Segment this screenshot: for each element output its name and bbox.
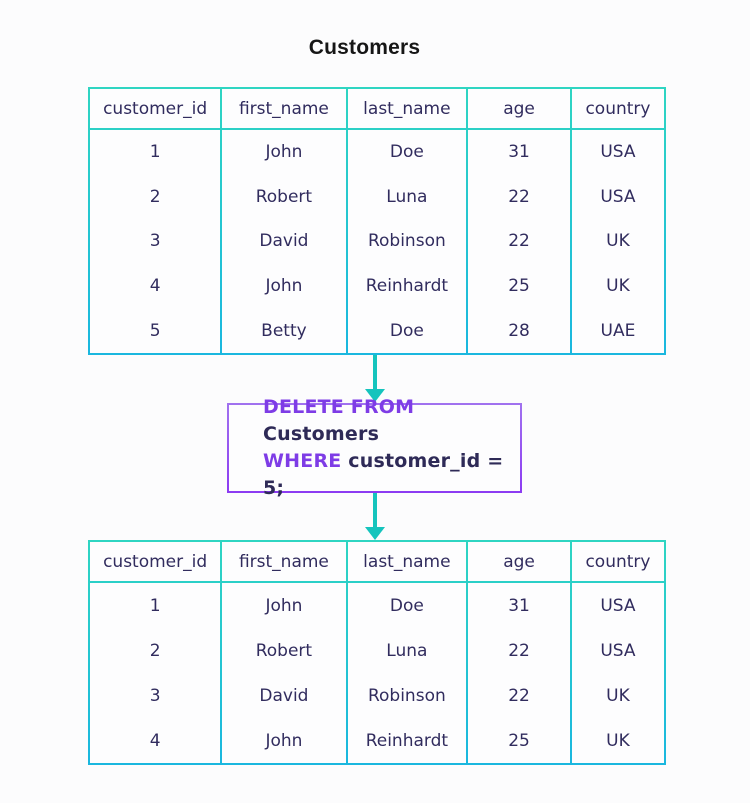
table-cell-age-row-4: 25 <box>508 276 530 297</box>
table-column-country: USA USA UK UK UAE <box>571 130 664 353</box>
table-cell-last_name-row-2: Luna <box>386 640 428 661</box>
sql-line-2: WHERE customer_id = 5; <box>263 448 520 502</box>
table-cell-customer_id-row-1: 1 <box>149 142 161 163</box>
table-cell-first_name-row-2: Robert <box>255 640 313 661</box>
column-header-country: country <box>571 89 664 128</box>
table-cell-country-row-4: UK <box>606 730 630 751</box>
table-cell-first_name-row-3: David <box>259 231 309 252</box>
table-cell-customer_id-row-2: 2 <box>149 186 161 207</box>
sql-statement-box: DELETE FROM Customers WHERE customer_id … <box>227 396 522 499</box>
column-header-customer_id: customer_id <box>90 89 221 128</box>
arrow-shaft <box>373 355 377 389</box>
table-cell-customer_id-row-3: 3 <box>149 685 161 706</box>
table-cell-first_name-row-5: Betty <box>261 320 307 341</box>
table-cell-last_name-row-2: Luna <box>386 186 428 207</box>
table-column-customer_id: 1 2 3 4 5 <box>90 130 221 353</box>
column-header-age: age <box>468 542 570 581</box>
table-cell-first_name-row-4: John <box>265 730 303 751</box>
table-cell-age-row-3: 22 <box>508 231 530 252</box>
table-cell-customer_id-row-4: 4 <box>149 276 161 297</box>
sql-line-1: DELETE FROM Customers <box>263 394 520 448</box>
table-cell-age-row-1: 31 <box>508 142 530 163</box>
table-cell-age-row-2: 22 <box>508 186 530 207</box>
table-cell-last_name-row-1: Doe <box>389 595 424 616</box>
table-cell-country-row-4: UK <box>606 276 630 297</box>
table-cell-first_name-row-4: John <box>265 276 303 297</box>
table-column-country: USA USA UK UK <box>571 583 664 763</box>
table-title: Customers <box>308 36 421 59</box>
table-cell-age-row-3: 22 <box>508 685 530 706</box>
table-cell-last_name-row-1: Doe <box>389 142 424 163</box>
table-cell-country-row-2: USA <box>600 640 636 661</box>
table-cell-first_name-row-1: John <box>265 595 303 616</box>
table-cell-customer_id-row-3: 3 <box>149 231 161 252</box>
column-header-first_name: first_name <box>222 542 346 581</box>
sql-table-name: Customers <box>263 423 380 445</box>
table-cell-last_name-row-4: Reinhardt <box>365 276 449 297</box>
table-cell-age-row-5: 28 <box>508 320 530 341</box>
table-cell-customer_id-row-5: 5 <box>149 320 161 341</box>
table-cell-first_name-row-2: Robert <box>255 186 313 207</box>
table-cell-country-row-2: USA <box>600 186 636 207</box>
table-cell-age-row-2: 22 <box>508 640 530 661</box>
table-cell-first_name-row-1: John <box>265 142 303 163</box>
table-cell-age-row-4: 25 <box>508 730 530 751</box>
sql-keyword-where: WHERE <box>263 450 342 472</box>
table-column-age: 31 22 22 25 28 <box>468 130 570 353</box>
column-header-last_name: last_name <box>347 89 467 128</box>
table-cell-country-row-5: UAE <box>600 320 636 341</box>
table-cell-last_name-row-3: Robinson <box>367 685 446 706</box>
arrow-shaft <box>373 493 377 527</box>
arrow-head <box>365 527 385 540</box>
table-cell-country-row-3: UK <box>606 685 630 706</box>
column-header-age: age <box>468 89 570 128</box>
table-cell-last_name-row-5: Doe <box>389 320 424 341</box>
column-header-country: country <box>571 542 664 581</box>
arrow-down-icon-top <box>363 355 387 402</box>
table-cell-country-row-1: USA <box>600 595 636 616</box>
table-column-age: 31 22 22 25 <box>468 583 570 763</box>
table-cell-country-row-1: USA <box>600 142 636 163</box>
table-cell-age-row-1: 31 <box>508 595 530 616</box>
sql-where-condition: customer_id = 5; <box>263 450 504 499</box>
table-column-customer_id: 1 2 3 4 <box>90 583 221 763</box>
table-cell-customer_id-row-4: 4 <box>149 730 161 751</box>
table-cell-last_name-row-4: Reinhardt <box>365 730 449 751</box>
table-cell-last_name-row-3: Robinson <box>367 231 446 252</box>
sql-keyword-delete-from: DELETE FROM <box>263 396 415 418</box>
table-cell-first_name-row-3: David <box>259 685 309 706</box>
arrow-down-icon-bottom <box>363 493 387 540</box>
column-header-customer_id: customer_id <box>90 542 221 581</box>
column-header-last_name: last_name <box>347 542 467 581</box>
arrow-head <box>365 389 385 402</box>
table-cell-country-row-3: UK <box>606 231 630 252</box>
table-cell-customer_id-row-2: 2 <box>149 640 161 661</box>
table-cell-customer_id-row-1: 1 <box>149 595 161 616</box>
sql-statement-text: DELETE FROM Customers WHERE customer_id … <box>229 396 520 499</box>
column-header-first_name: first_name <box>222 89 346 128</box>
